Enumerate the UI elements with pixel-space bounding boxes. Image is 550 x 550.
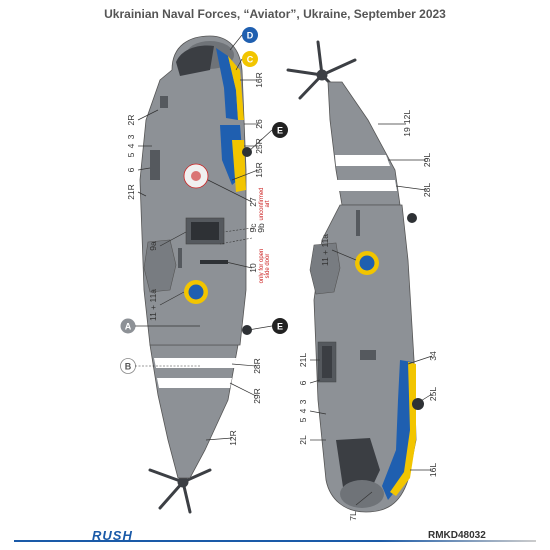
note-art: art	[265, 200, 271, 207]
label-5-right: 5	[298, 417, 308, 422]
label-6: 6	[126, 167, 136, 172]
label-26: 26	[254, 119, 264, 129]
label-3-right: 3	[298, 399, 308, 404]
label-9c: 9c	[248, 223, 258, 233]
note-only-open: only for open	[259, 249, 265, 284]
badge-a: A	[120, 318, 136, 334]
left-helicopter	[139, 35, 252, 514]
svg-text:D: D	[247, 31, 254, 41]
right-nose-yellow	[390, 362, 416, 496]
right-tail-stripe-2	[337, 180, 397, 191]
label-25r: 25R	[254, 138, 264, 154]
label-29r: 29R	[252, 388, 262, 404]
page-title: Ukrainian Naval Forces, “Aviator”, Ukrai…	[104, 7, 446, 21]
left-nose-yellow	[228, 56, 244, 120]
label-34: 34	[428, 351, 438, 361]
label-11-11a-right: 11 + 11a	[320, 234, 330, 266]
label-28l: 28L	[422, 183, 432, 197]
right-sponson	[309, 242, 341, 295]
label-2r: 2R	[126, 115, 136, 126]
label-9a: 9a	[148, 241, 158, 251]
label-5: 5	[126, 152, 136, 157]
label-27: 27	[248, 197, 258, 207]
badge-e-bottom: E	[272, 318, 288, 334]
label-12r: 12R	[228, 430, 238, 446]
brand-logo: RUSH	[92, 528, 133, 543]
label-3: 3	[126, 134, 136, 139]
label-11-11a-left: 11 + 11a	[148, 289, 158, 321]
product-code: RMKD48032	[428, 530, 486, 541]
left-cockpit-window	[176, 45, 214, 76]
right-tail-stripe-1	[335, 155, 390, 166]
svg-text:C: C	[247, 55, 254, 65]
note-side-door: side door	[265, 254, 271, 279]
label-19: 19	[402, 127, 412, 137]
badge-e-top: E	[272, 122, 288, 138]
label-28r: 28R	[252, 358, 262, 374]
label-16r: 16R	[254, 72, 264, 88]
svg-text:A: A	[125, 322, 132, 332]
right-helicopter	[286, 40, 424, 513]
label-21r: 21R	[126, 184, 136, 200]
svg-text:E: E	[277, 126, 283, 136]
left-labels: 2R 3 4 5 6 21R 9a 11 + 11a	[126, 109, 187, 321]
badge-d: D	[242, 27, 258, 43]
label-29l: 29L	[422, 153, 432, 167]
badge-b: B	[120, 358, 136, 374]
label-21l: 21L	[298, 353, 308, 367]
label-25l: 25L	[428, 387, 438, 401]
badge-c: C	[242, 51, 258, 67]
label-4-right: 4	[298, 408, 308, 413]
left-sponson	[143, 239, 177, 293]
label-2l: 2L	[298, 435, 308, 445]
label-16l: 16L	[428, 463, 438, 477]
svg-text:B: B	[125, 362, 132, 372]
label-9b: 9b	[256, 223, 266, 233]
label-7l: 7L	[348, 511, 358, 521]
footer-bar	[14, 540, 536, 542]
note-unconfirmed: unconfirmed	[259, 187, 265, 220]
label-6-right: 6	[298, 380, 308, 385]
label-12l: 12L	[402, 110, 412, 124]
right-labels: 19 12L 29L 28L 11 + 11a 21L 6 3 4 5 2L 7…	[298, 110, 438, 521]
left-tail-stripe-1	[154, 358, 236, 368]
label-4: 4	[126, 143, 136, 148]
label-15r: 15R	[254, 162, 264, 178]
label-10: 10	[248, 263, 258, 273]
left-tail-stripe-2	[157, 378, 232, 388]
center-labels: 16R 26 25R 15R 27 unconfirmed art 9c 9b …	[205, 72, 271, 446]
svg-text:E: E	[277, 322, 283, 332]
left-nose-blue	[216, 48, 238, 120]
